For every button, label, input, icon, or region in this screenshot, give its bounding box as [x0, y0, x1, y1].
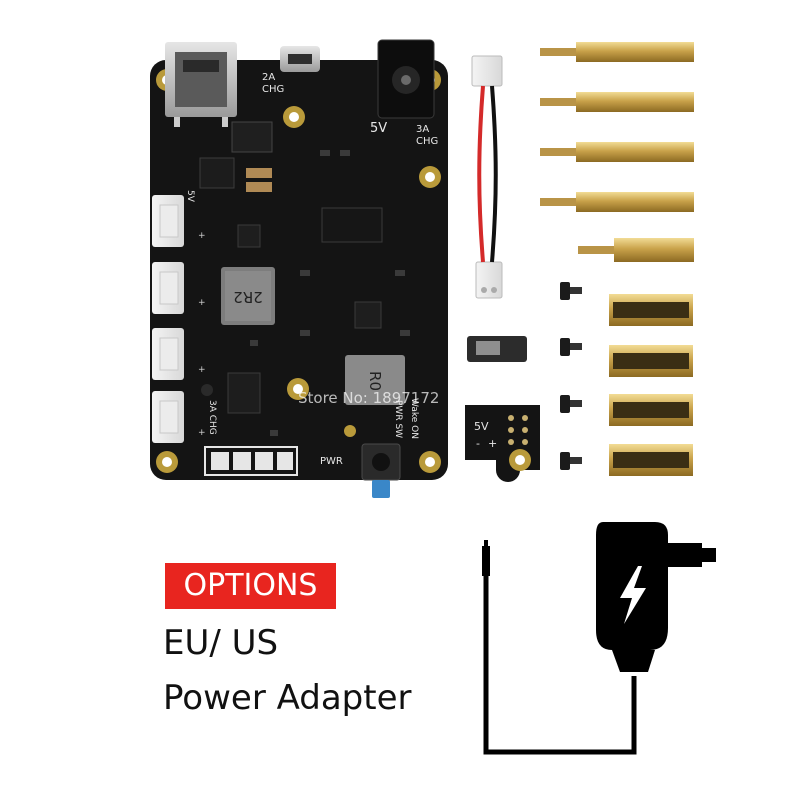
options-badge: OPTIONS [165, 563, 336, 609]
inductor-r0: R0 [345, 355, 405, 405]
usb-a-port [165, 42, 237, 127]
side-connector [152, 328, 184, 380]
brass-standoff [540, 142, 694, 162]
small-board-plus: + [488, 437, 497, 450]
power-button [361, 443, 401, 498]
usb-current-label: 2A [262, 72, 275, 83]
battery-indicator [204, 446, 298, 476]
brass-standoff-short [578, 238, 694, 262]
adapter-type-text: Power Adapter [163, 678, 412, 718]
screw [560, 395, 582, 413]
dc-current-label: 3A [416, 124, 429, 135]
mounting-hole [156, 451, 178, 473]
inductor-label-2: R0 [366, 371, 384, 391]
brass-nut [609, 294, 693, 326]
small-adapter-board: 5V - + [465, 405, 540, 482]
brass-nut [609, 345, 693, 377]
dc-voltage-label: 5V [370, 121, 387, 136]
brass-nut [609, 444, 693, 476]
brass-nut [609, 394, 693, 426]
brass-standoff [540, 42, 694, 62]
main-pcb: 2R2 R0 + + + + [150, 39, 448, 498]
mounting-hole [419, 166, 441, 188]
brass-standoff [540, 192, 694, 212]
usb-chg-label: CHG [262, 84, 284, 95]
side-connector [152, 195, 184, 247]
jumper-cap [467, 336, 527, 362]
micro-usb-port [280, 46, 320, 72]
svg-text:+: + [198, 365, 206, 375]
jst-cable [471, 55, 503, 299]
side-connector [152, 262, 184, 314]
mounting-hole [287, 378, 309, 400]
port-3a-label: 3A CHG [207, 400, 217, 435]
pwr-sw-label: PWR SW [393, 400, 403, 438]
inductor-2r2: 2R2 [221, 267, 275, 325]
svg-text:+: + [198, 231, 206, 241]
mounting-hole [419, 451, 441, 473]
svg-text:+: + [198, 428, 206, 438]
small-board-minus: - [476, 437, 480, 450]
screw [560, 338, 582, 356]
mounting-hole [283, 106, 305, 128]
small-board-5v-label: 5V [474, 420, 489, 433]
inductor-label-1: 2R2 [233, 288, 263, 306]
dc-chg-label: CHG [416, 136, 438, 147]
svg-text:+: + [198, 298, 206, 308]
adapter-region-text: EU/ US [163, 623, 279, 663]
side-connector [152, 391, 184, 443]
power-adapter-icon [482, 522, 716, 755]
port-5v-label: 5V [185, 190, 195, 203]
dc-jack [377, 39, 435, 119]
pwr-label: PWR [320, 456, 343, 467]
screw [560, 282, 582, 300]
brass-standoff [540, 92, 694, 112]
wake-on-label: Wake ON [409, 398, 419, 439]
screw [560, 452, 582, 470]
